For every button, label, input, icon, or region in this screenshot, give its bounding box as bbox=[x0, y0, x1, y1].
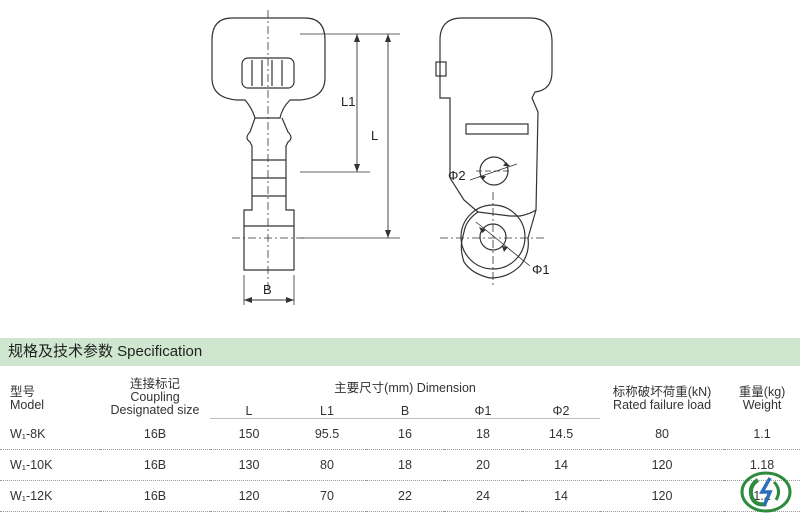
cell-phi1: 18 bbox=[444, 418, 522, 450]
header-coupling-en2: Designated size bbox=[110, 403, 200, 417]
front-view-neck bbox=[243, 117, 295, 271]
cell-load: 80 bbox=[600, 418, 725, 450]
cell-model: W₁-10K bbox=[0, 449, 100, 481]
header-col-L: L bbox=[210, 396, 288, 419]
cell-coupling: 16B bbox=[100, 449, 210, 481]
cell-coupling: 16B bbox=[100, 480, 210, 512]
technical-drawing: L1 L B Φ2 Φ1 bbox=[211, 10, 553, 305]
header-model: 型号 Model bbox=[0, 372, 100, 419]
header-weight-cn: 重量(kg) bbox=[738, 385, 786, 399]
cell-B: 18 bbox=[366, 449, 444, 481]
header-coupling: 连接标记 Coupling Designated size bbox=[100, 372, 210, 419]
label-phi1: Φ1 bbox=[532, 262, 550, 277]
cell-phi1: 20 bbox=[444, 449, 522, 481]
cell-B: 22 bbox=[366, 480, 444, 512]
specification-title: 规格及技术参数 Specification bbox=[8, 343, 203, 360]
cell-model: W₁-12K bbox=[0, 480, 100, 512]
header-load: 标称破坏荷重(kN) Rated failure load bbox=[600, 372, 724, 419]
table-row: W₁-12K 16B 120 70 22 24 14 120 1.2 bbox=[0, 480, 800, 512]
header-coupling-en1: Coupling bbox=[130, 390, 180, 404]
header-col-B: B bbox=[366, 396, 444, 419]
cell-weight: 1.18 bbox=[724, 449, 800, 481]
front-view-head bbox=[211, 17, 326, 119]
label-phi2: Φ2 bbox=[448, 168, 466, 183]
cell-model: W₁-8K bbox=[0, 418, 100, 450]
header-model-en: Model bbox=[10, 398, 45, 412]
cell-L1: 70 bbox=[288, 480, 366, 512]
label-L1: L1 bbox=[341, 94, 355, 109]
label-L: L bbox=[371, 128, 378, 143]
company-logo bbox=[740, 470, 792, 514]
header-col-phi2: Φ2 bbox=[522, 396, 601, 419]
cell-L1: 80 bbox=[288, 449, 366, 481]
cell-phi2: 14 bbox=[522, 480, 601, 512]
label-B: B bbox=[263, 282, 272, 297]
cell-coupling: 16B bbox=[100, 418, 210, 450]
cell-L: 130 bbox=[210, 449, 288, 481]
side-view-slot bbox=[465, 123, 529, 135]
cell-load: 120 bbox=[600, 449, 725, 481]
table-row: W₁-10K 16B 130 80 18 20 14 120 1.18 bbox=[0, 449, 800, 481]
cell-load: 120 bbox=[600, 480, 725, 512]
header-dimension: 主要尺寸(mm) Dimension bbox=[334, 380, 476, 395]
header-model-cn: 型号 bbox=[10, 385, 36, 399]
cell-B: 16 bbox=[366, 418, 444, 450]
cell-phi1: 24 bbox=[444, 480, 522, 512]
cell-L: 150 bbox=[210, 418, 288, 450]
specification-table: 型号 Model 连接标记 Coupling Designated size 主… bbox=[0, 372, 800, 512]
cell-L1: 95.5 bbox=[288, 418, 366, 450]
header-col-phi1: Φ1 bbox=[444, 396, 522, 419]
header-load-cn: 标称破坏荷重(kN) bbox=[612, 385, 712, 399]
side-view-head bbox=[439, 17, 553, 279]
header-coupling-cn: 连接标记 bbox=[129, 377, 180, 391]
cell-phi2: 14.5 bbox=[522, 418, 601, 450]
specification-heading: 规格及技术参数 Specification bbox=[0, 338, 800, 366]
header-load-en: Rated failure load bbox=[613, 398, 712, 412]
cell-weight: 1.1 bbox=[724, 418, 800, 450]
header-weight-en: Weight bbox=[742, 398, 782, 412]
cell-phi2: 14 bbox=[522, 449, 601, 481]
header-weight: 重量(kg) Weight bbox=[724, 372, 800, 419]
table-row: W₁-8K 16B 150 95.5 16 18 14.5 80 1.1 bbox=[0, 418, 800, 450]
cell-L: 120 bbox=[210, 480, 288, 512]
header-col-L1: L1 bbox=[288, 396, 366, 419]
